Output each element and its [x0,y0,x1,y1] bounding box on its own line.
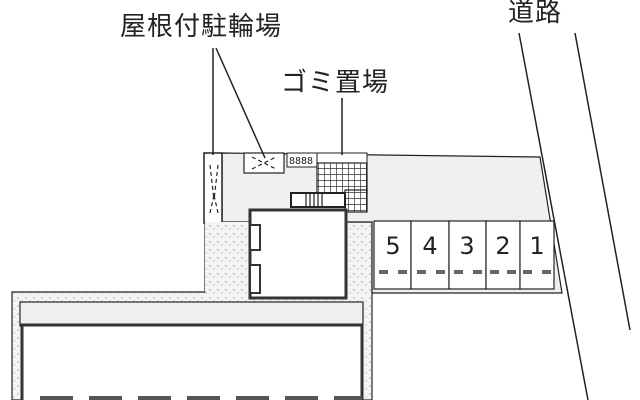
bicycle-icon [209,164,219,214]
svg-text:8888: 8888 [289,156,313,167]
road-edge-left [518,32,589,400]
gravel-patch [205,222,250,292]
parking-spot-3: 3 [459,232,475,260]
balcony-marks [40,396,362,400]
garbage-area [316,162,368,194]
garbage-area-label: ゴミ置場 [281,68,390,98]
bicycle-icon [251,156,277,170]
bicycle-parking-label: 屋根付駐輪場 [120,12,283,42]
parking-spot-2: 2 [495,232,511,260]
parking-spot-1: 1 [529,232,545,260]
road-edge-right [574,32,631,331]
parking-spot-4: 4 [422,232,438,260]
road-label: 道路 [508,0,563,28]
parking-spot-5: 5 [385,232,401,260]
parking-lot [373,220,555,290]
wheel-stops [379,270,551,274]
annex-building [248,208,348,300]
main-building [20,323,364,400]
paved-walkway [19,301,364,327]
